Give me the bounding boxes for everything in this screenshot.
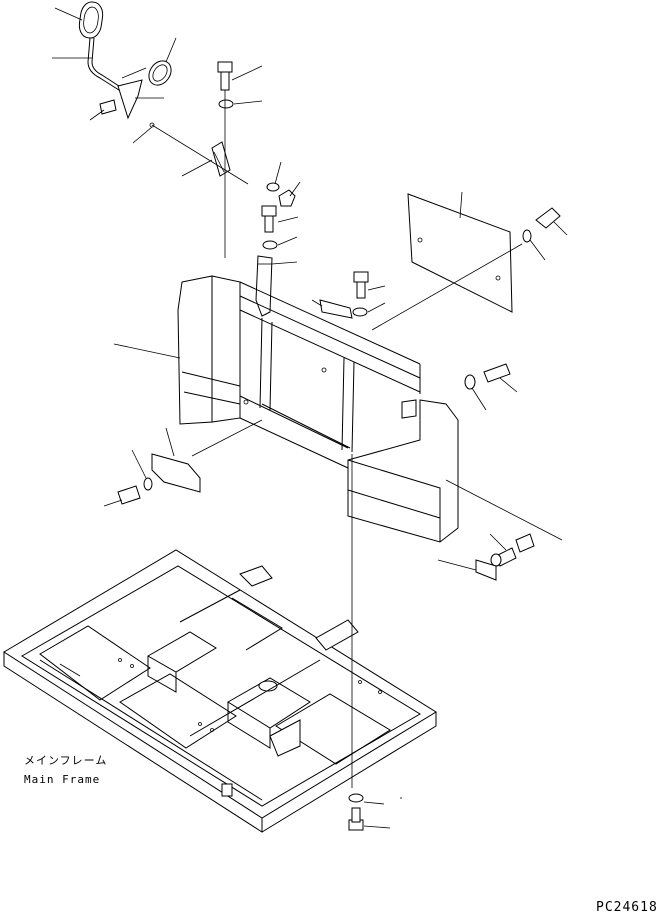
- bottom-fasteners: [348, 793, 364, 831]
- main-frame-label-jp: メインフレーム: [24, 754, 107, 767]
- leader-lines: [52, 7, 568, 829]
- drawing-code: PC24618: [596, 900, 658, 915]
- center-lines: [151, 90, 563, 788]
- main-frame: [3, 549, 437, 833]
- main-frame-label-en: Main Frame: [24, 773, 100, 786]
- guard-frame: [177, 275, 459, 543]
- cover-plate: [407, 193, 561, 313]
- side-fasteners: [464, 363, 535, 581]
- mirror-assembly: [78, 1, 231, 177]
- mast-bracket: [255, 255, 273, 317]
- left-bracket: [117, 453, 201, 505]
- upper-fasteners: [217, 61, 369, 319]
